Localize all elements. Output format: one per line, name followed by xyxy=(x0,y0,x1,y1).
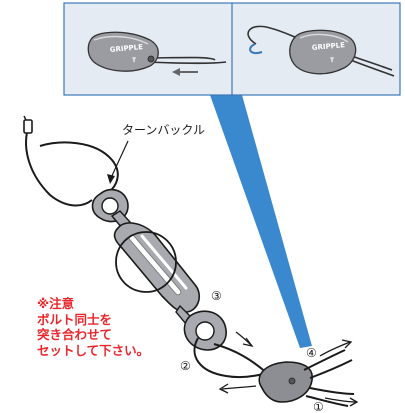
callout-turnbuckle-label: ターンバックル xyxy=(122,123,205,137)
callout-leader xyxy=(109,140,129,181)
caution-line-1: ※注意 xyxy=(37,296,75,311)
arrow-up-right xyxy=(319,341,351,357)
inset-left-submark: T xyxy=(132,57,137,64)
inset-right-submark: T xyxy=(330,57,335,64)
caution-line-2: ボルト同士を xyxy=(37,311,113,327)
hook-clip xyxy=(23,115,33,134)
step-marker-2: ② xyxy=(180,359,191,373)
inset-left-device: GRIPPLE T xyxy=(87,31,227,76)
caution-line-3: 突き合わせて xyxy=(37,327,113,343)
caution-line-4: セットして下さい。 xyxy=(37,342,150,358)
hook-wire xyxy=(25,127,119,207)
arrow-down-right xyxy=(324,397,357,403)
turnbuckle xyxy=(91,188,227,351)
caution-note: ※注意 ボルト同士を 突き合わせて セットして下さい。 xyxy=(37,296,197,358)
gripple-device xyxy=(258,349,355,407)
callout-leader-arrowhead xyxy=(107,174,115,184)
inset-right-device: GRIPPLE T xyxy=(247,25,395,77)
zoom-beam xyxy=(210,95,312,348)
step-marker-1: ① xyxy=(313,400,324,413)
inset-left-arrowhead xyxy=(172,68,180,76)
direction-arrows xyxy=(218,331,359,407)
inset-left-logo: GRIPPLE xyxy=(109,43,143,54)
turnbuckle-highlight-circle xyxy=(115,231,177,293)
step-marker-4: ④ xyxy=(306,346,317,360)
inset-right-logo: GRIPPLE xyxy=(311,41,345,52)
step-marker-3: ③ xyxy=(211,289,222,303)
arrow-left-bottom xyxy=(221,385,257,390)
